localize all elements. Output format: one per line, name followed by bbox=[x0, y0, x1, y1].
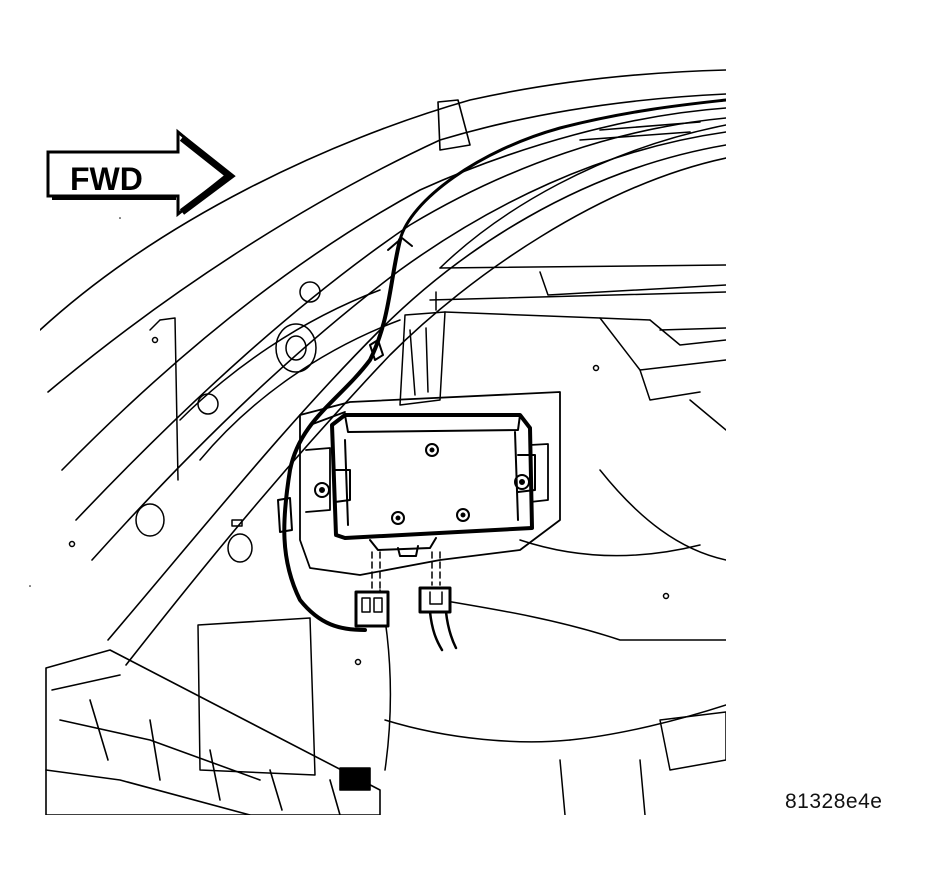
rear-bumper-support bbox=[45, 649, 381, 815]
connector-guides bbox=[371, 551, 441, 591]
lower-trunk-panel bbox=[197, 399, 726, 815]
rear-shelf bbox=[429, 124, 726, 311]
module-bracket bbox=[299, 391, 561, 576]
figure-id: 81328e4e bbox=[785, 790, 883, 813]
harness-connector-right bbox=[418, 586, 458, 652]
control-module bbox=[314, 413, 536, 557]
fwd-label: FWD bbox=[70, 161, 143, 197]
inner-quarter-panel bbox=[149, 289, 726, 481]
wiring-harness bbox=[277, 98, 726, 632]
retainer-clips bbox=[68, 281, 670, 666]
harness-connector-left bbox=[354, 590, 390, 628]
forward-arrow-icon: FWD bbox=[46, 128, 236, 218]
